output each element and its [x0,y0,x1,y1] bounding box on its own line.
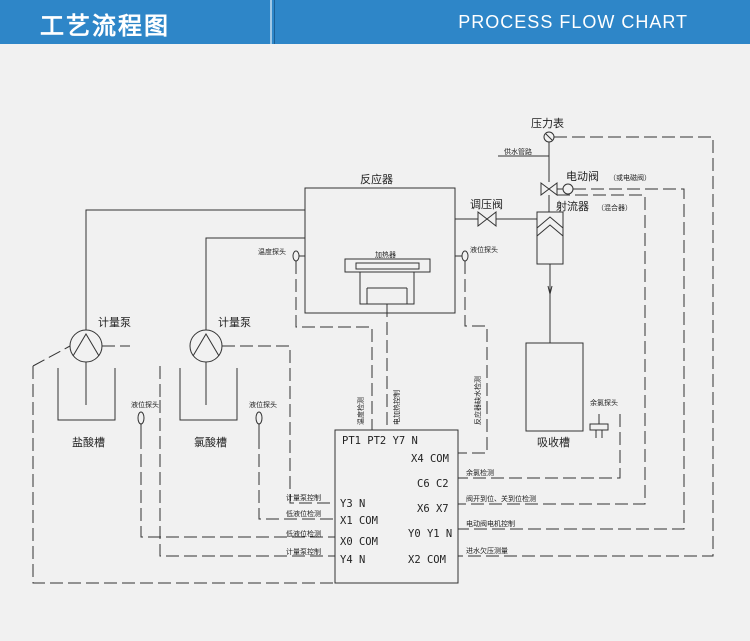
reactor-level-probe-label: 液位探头 [470,245,498,254]
heater [344,258,431,273]
header-bar: 工艺流程图 PROCESS FLOW CHART [0,0,750,44]
reactor-level-probe-icon [461,250,469,262]
plc-x0: X0 COM [340,536,378,548]
diagram-canvas: 压力表 供水管路 电动阀 （或电磁阀） 反应器 调压阀 射流器 （混合器） 温度… [0,44,750,637]
meter-pump-2-label: 计量泵 [218,316,251,329]
plc-controller [334,429,459,584]
reactor-label: 反应器 [360,172,393,186]
temp-probe-label: 温度探头 [258,247,286,256]
meter-pump-1-label: 计量泵 [98,316,131,329]
sig-valve-motor: 电动阀电机控制 [466,519,515,528]
plc-c6: C6 C2 [417,478,449,490]
electric-valve-label: 电动阀 [566,169,599,183]
absorb-tank [525,342,584,432]
page-title: 工艺流程图 [40,12,170,40]
heat-control-label: 电加热控制 [392,390,401,425]
electric-valve-note: （或电磁阀） [609,173,651,182]
residual-chlorine-probe-icon [589,423,609,431]
ejector-label: 射流器 [556,199,589,213]
residual-chlorine-probe-label: 余氯探头 [590,398,618,407]
temp-probe-icon [292,250,300,262]
reactor-water-check-label: 反应器缺水检测 [473,376,482,425]
plc-y4: Y4 N [340,554,365,566]
heater-label: 加热器 [375,250,396,259]
chlorate-tank [179,368,238,421]
electric-valve-icon [540,182,558,196]
valve-motor-icon [562,183,574,195]
temp-detect-label: 温度检测 [356,397,365,425]
chlorate-tank-label: 氯酸槽 [194,435,227,449]
plc-x1: X1 COM [340,515,378,527]
sig-valve-position: 阀开到位、关到位检测 [466,494,536,503]
tank-2-level-probe-icon [255,411,263,425]
tank-1-level-probe-icon [137,411,145,425]
plc-y3: Y3 N [340,498,365,510]
tank-2-level-probe-label: 液位探头 [249,400,277,409]
absorb-tank-label: 吸收槽 [537,435,570,449]
plc-x4: X4 COM [411,453,449,465]
regulating-valve-icon [477,210,497,228]
sig-pump-ctrl-2: 计量泵控制 [286,547,321,556]
plc-x2: X2 COM [408,554,446,566]
plc-y0: Y0 Y1 N [408,528,452,540]
regulating-valve-label: 调压阀 [470,197,503,211]
header-divider-shadow [274,0,275,44]
hcl-tank [57,368,116,421]
sig-residual-chlorine: 余氯检测 [466,468,494,477]
tank-1-level-probe-label: 液位探头 [131,400,159,409]
header-divider [270,0,272,44]
hcl-tank-label: 盐酸槽 [72,435,105,449]
plc-x6: X6 X7 [417,503,449,515]
pressure-gauge-label: 压力表 [531,116,564,130]
sig-water-pressure: 进水欠压测量 [466,546,508,555]
ejector-note: （混合器） [597,203,632,212]
water-pipe-label: 供水管路 [504,147,532,156]
page-subtitle: PROCESS FLOW CHART [458,12,688,32]
plc-top-terminals: PT1 PT2 Y7 N [342,435,418,447]
sig-low-level-2: 低液位检测 [286,529,321,538]
ejector [536,211,564,265]
sig-pump-ctrl-1: 计量泵控制 [286,493,321,502]
sig-low-level-1: 低液位检测 [286,509,321,518]
reactor-vessel [304,187,456,314]
